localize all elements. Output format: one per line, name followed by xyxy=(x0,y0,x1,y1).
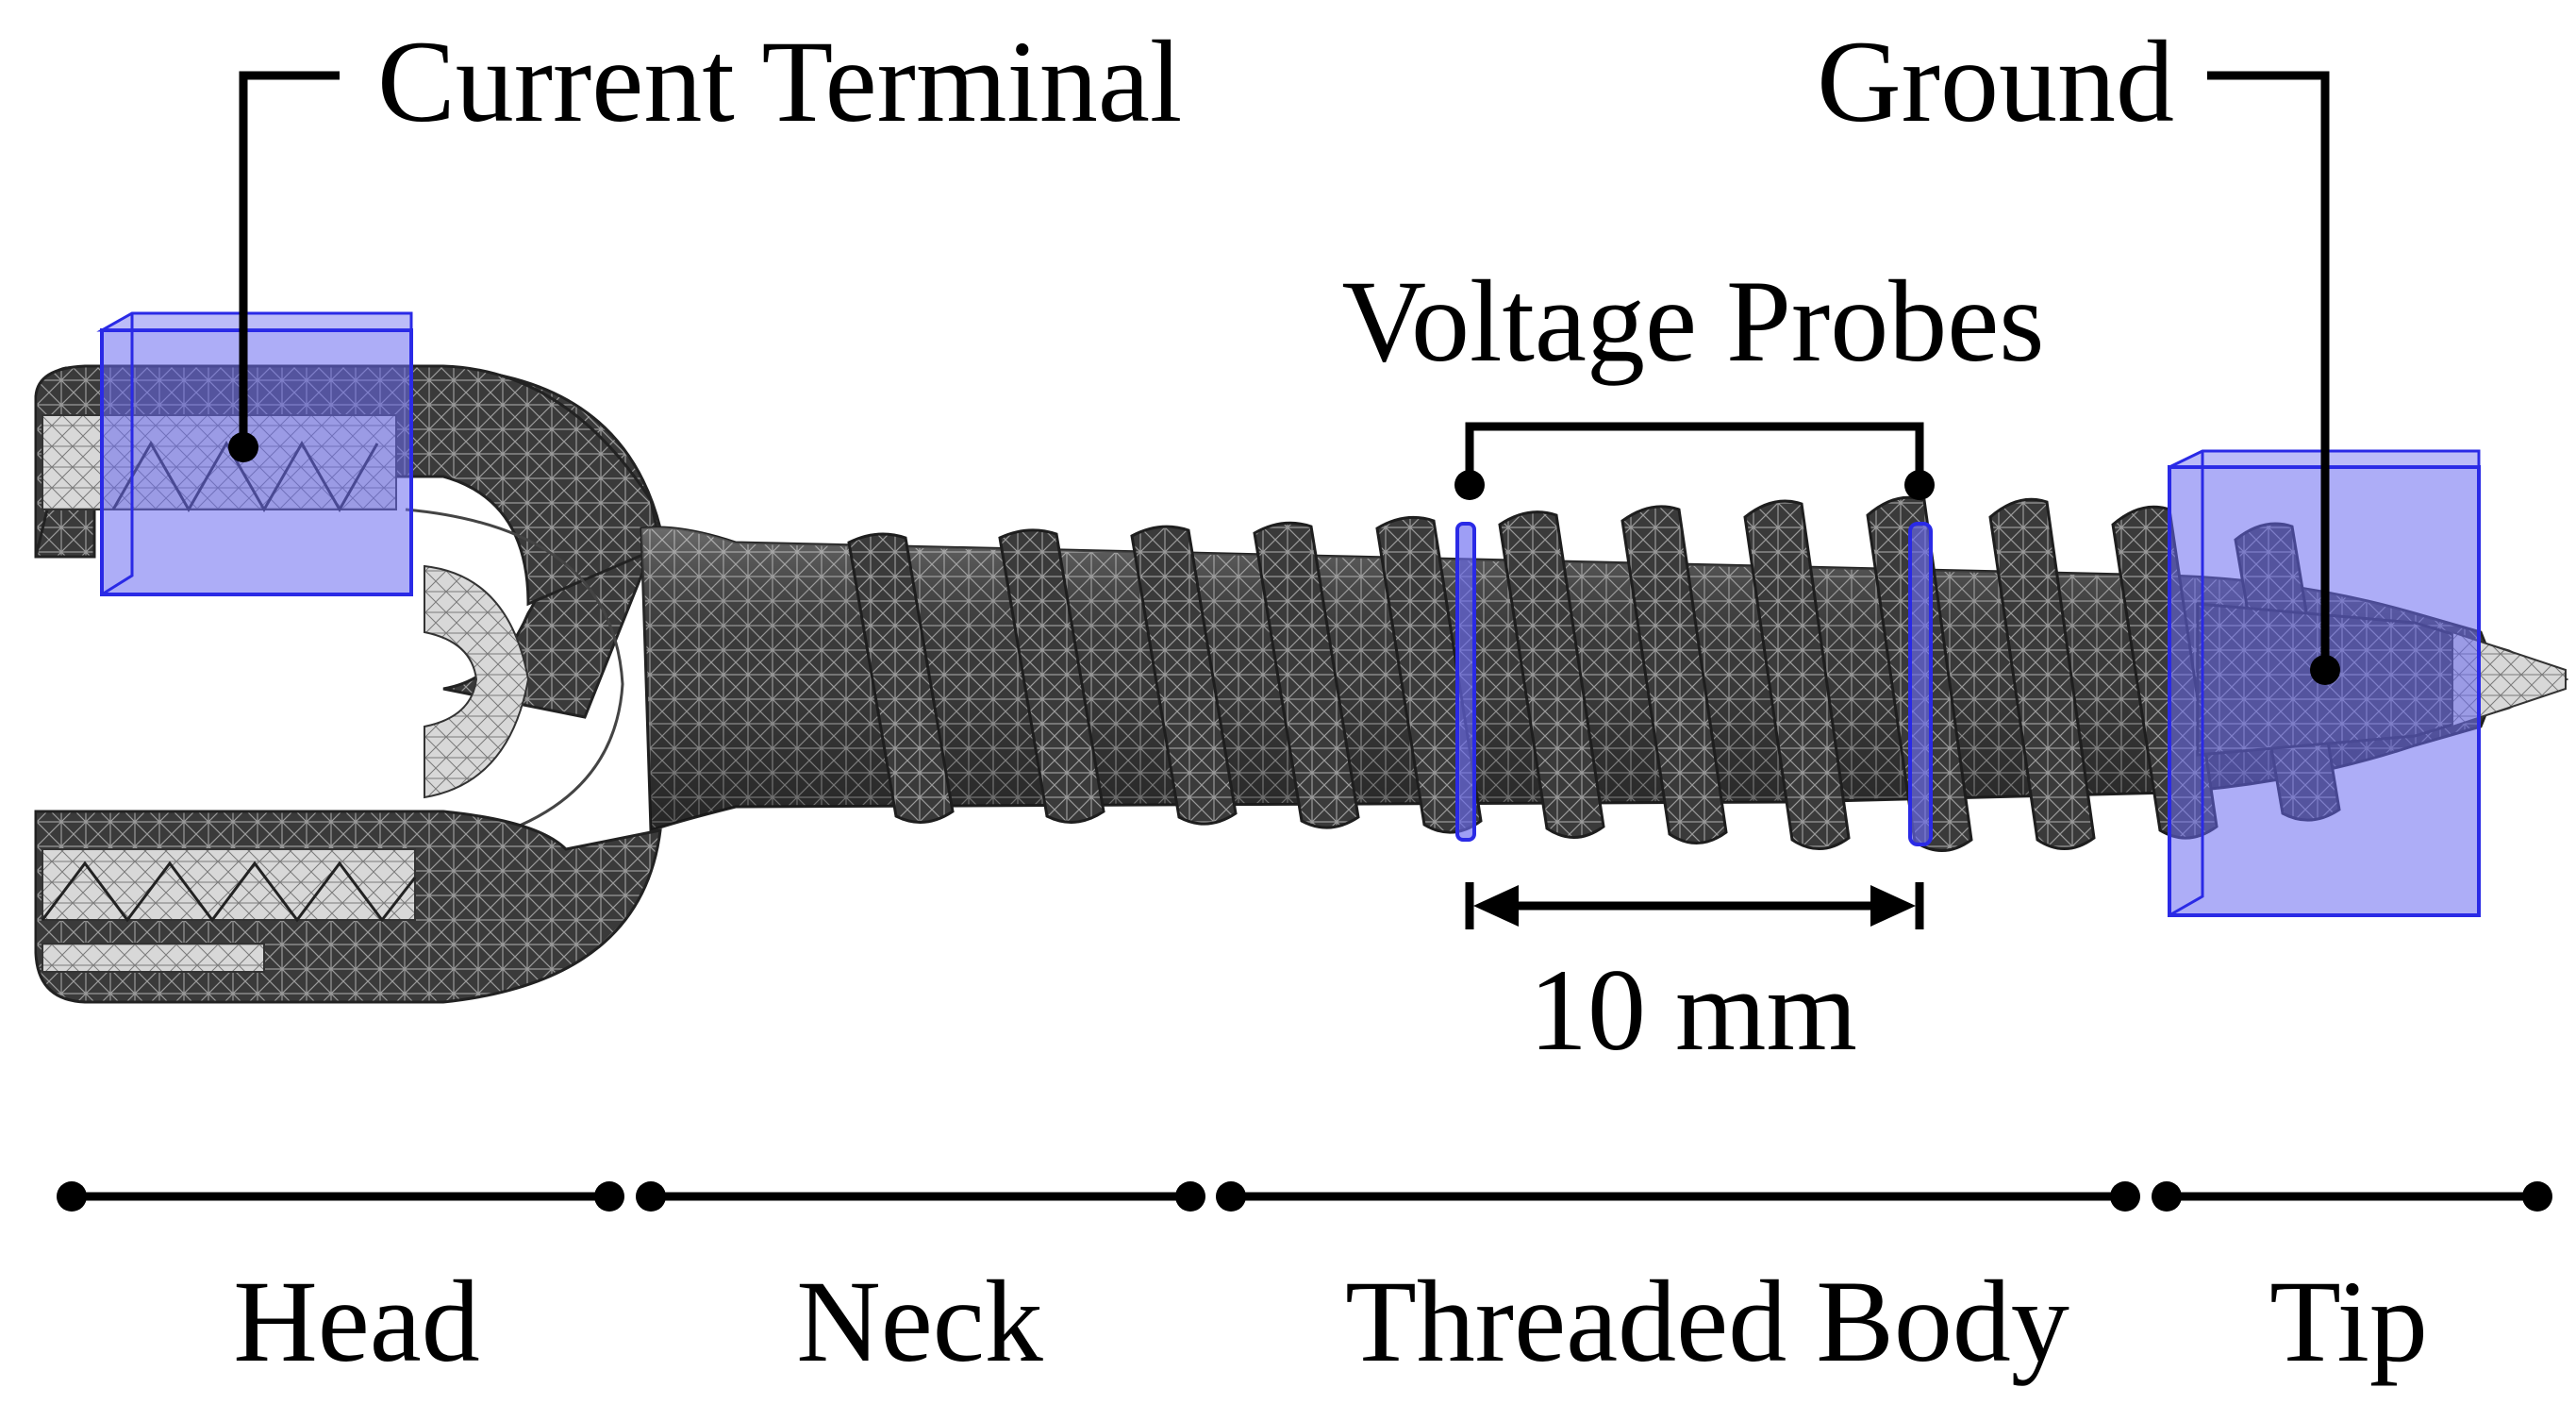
distance-label: 10 mm xyxy=(1529,945,1857,1075)
screw-head-lower-threads xyxy=(42,848,416,921)
section-label-neck: Neck xyxy=(796,1257,1043,1386)
distance-arrow-left xyxy=(1473,885,1519,927)
current-terminal-leader xyxy=(239,71,340,447)
screw-head-slot xyxy=(42,943,265,973)
distance-dimension xyxy=(1465,882,1924,929)
section-label-threaded-body: Threaded Body xyxy=(1345,1257,2069,1386)
voltage-probe-right xyxy=(1908,522,1933,846)
ground-label: Ground xyxy=(1817,17,2174,146)
section-label-tip: Tip xyxy=(2269,1257,2428,1386)
ground-leader xyxy=(2207,71,2330,670)
current-terminal-box xyxy=(100,328,413,596)
voltage-probe-left-dot xyxy=(1454,470,1485,500)
current-terminal-electrode xyxy=(96,311,413,596)
section-label-head: Head xyxy=(233,1257,480,1386)
voltage-probes-label: Voltage Probes xyxy=(1341,257,2044,386)
screw-head-saddle xyxy=(424,564,530,799)
voltage-probes-bracket xyxy=(1465,422,1924,483)
voltage-probe-right-dot xyxy=(1904,470,1935,500)
screw-head-lower-thread-teeth xyxy=(41,861,417,923)
current-terminal-dot xyxy=(228,432,258,462)
current-terminal-box-top xyxy=(96,311,413,332)
ground-dot xyxy=(2310,655,2340,685)
section-ruler-dots xyxy=(57,1181,2552,1212)
voltage-probe-left xyxy=(1455,522,1476,842)
current-terminal-label: Current Terminal xyxy=(377,17,1182,146)
distance-arrow-right xyxy=(1870,885,1916,927)
